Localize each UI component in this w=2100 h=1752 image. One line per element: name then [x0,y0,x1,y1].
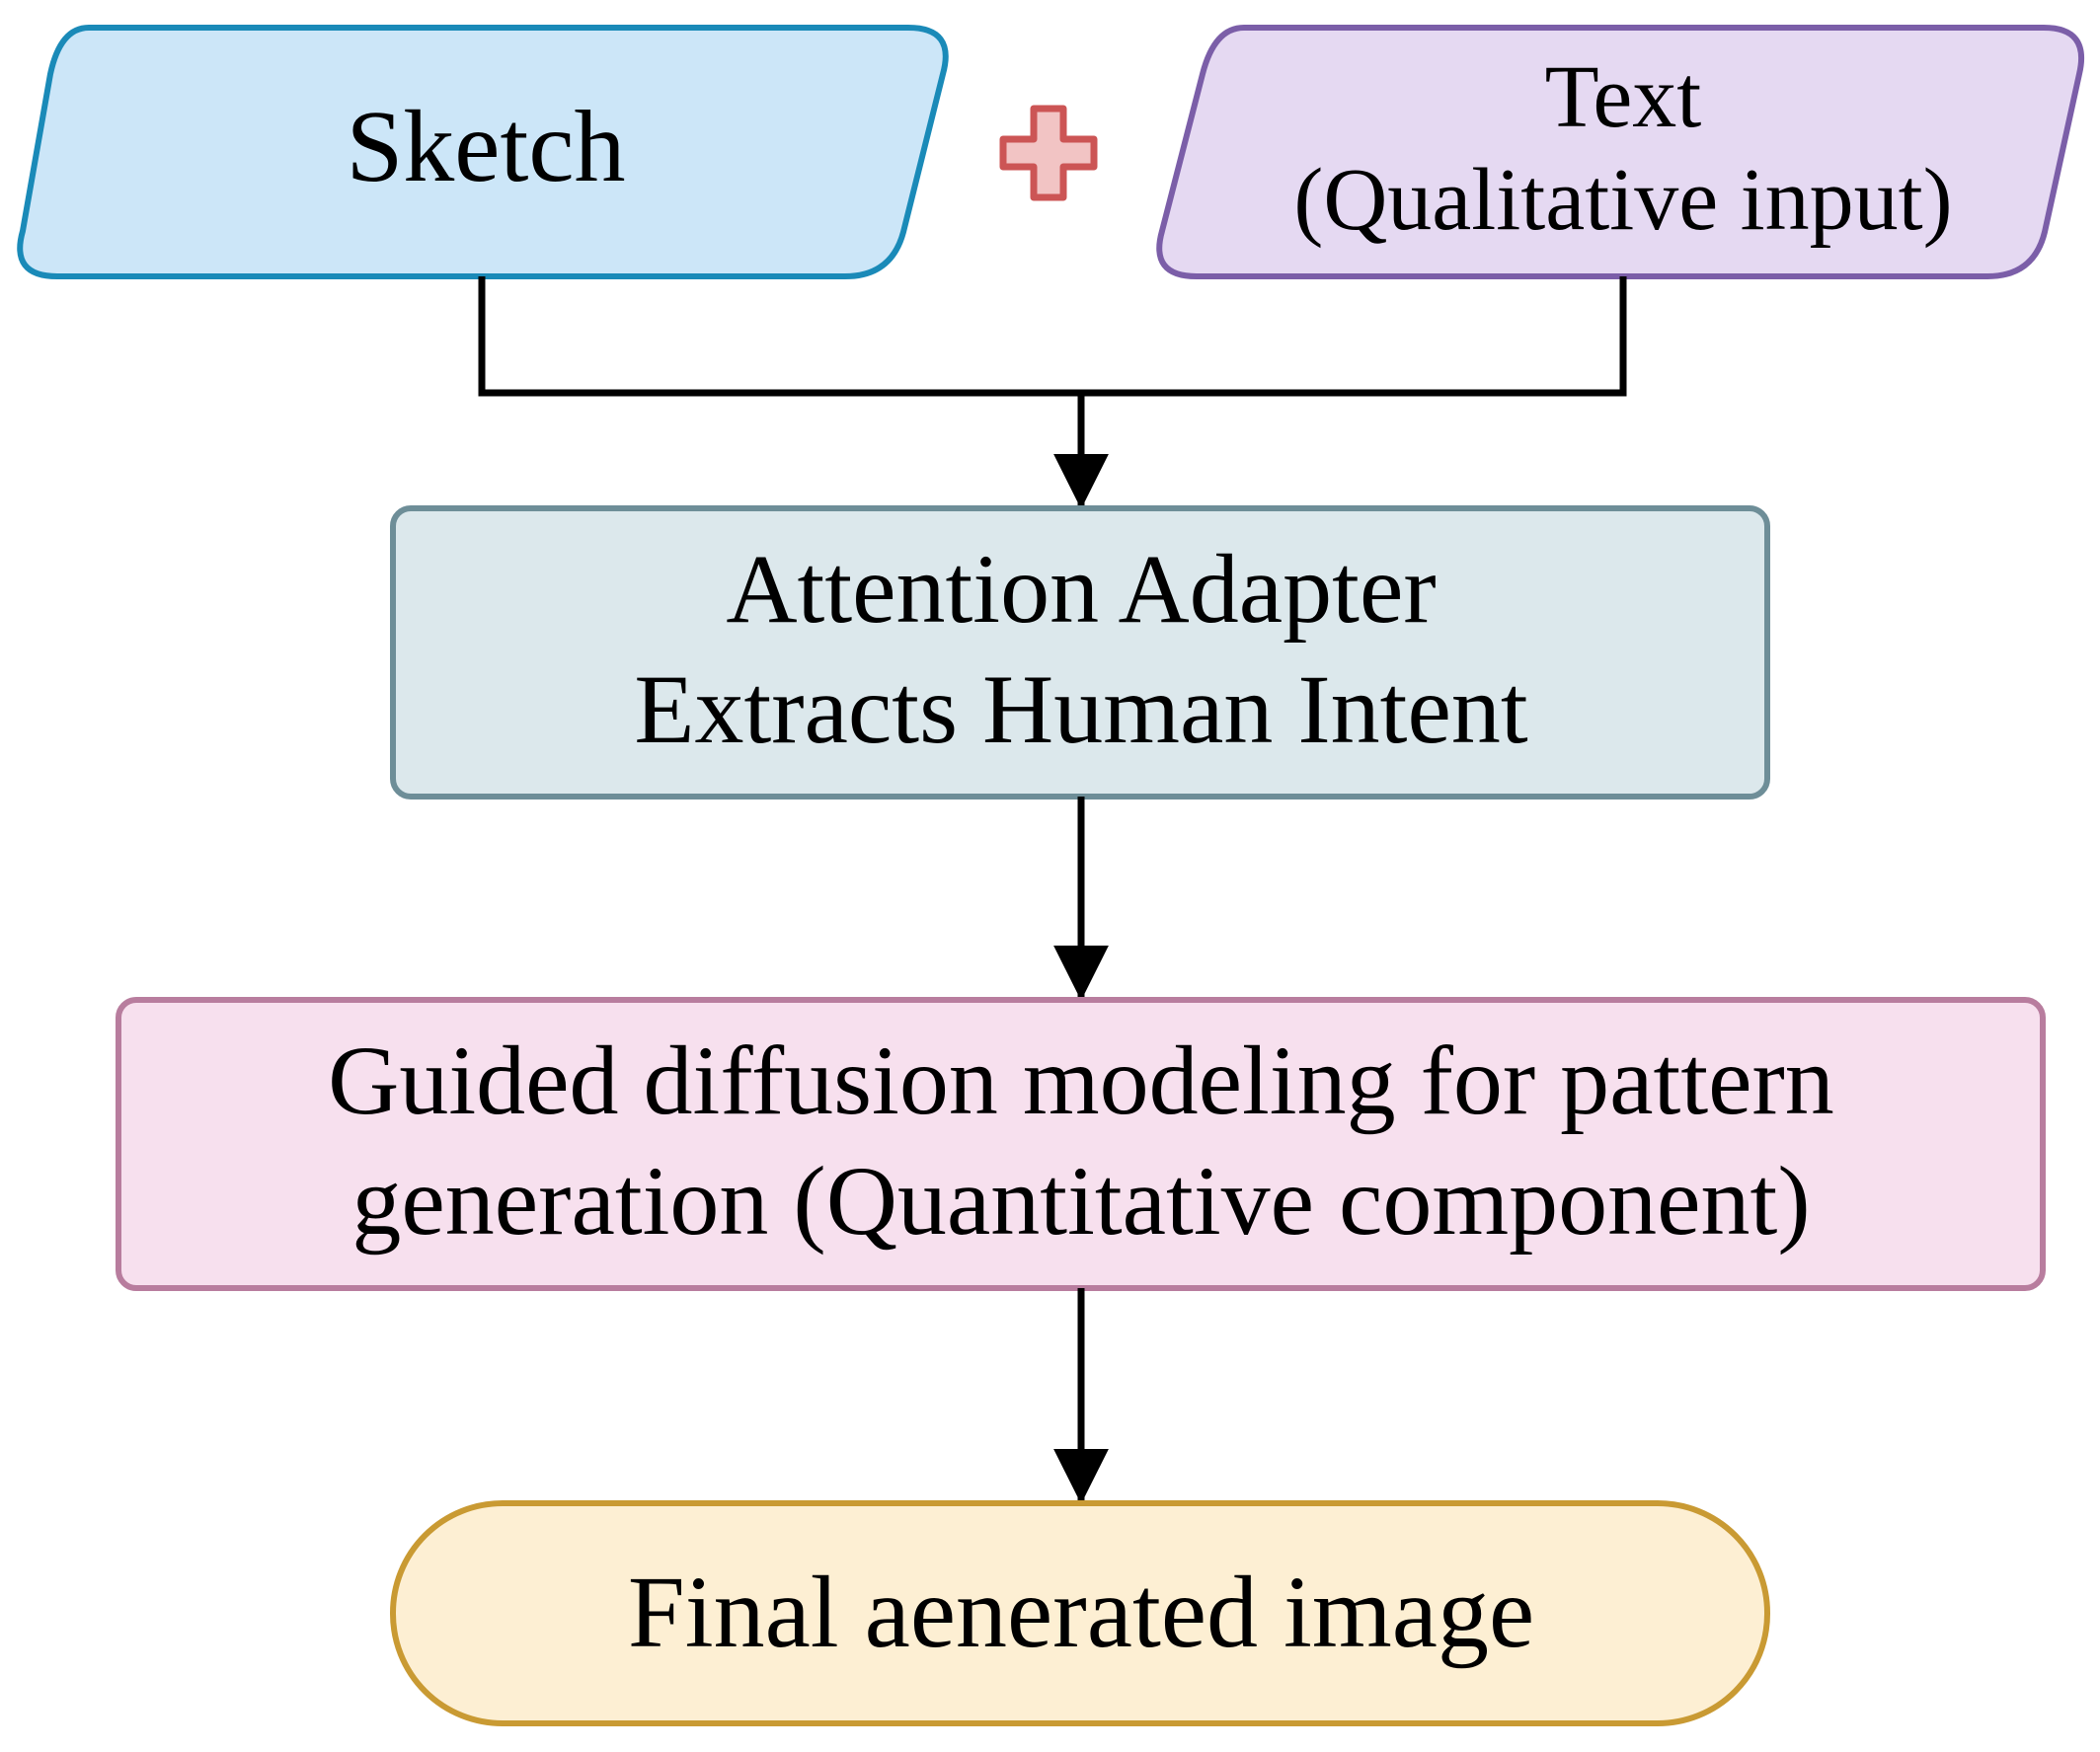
text-input-label-line1: Text [1545,48,1702,146]
sketch-shape [17,25,949,279]
diffusion-label-line2: generation (Quantitative component) [351,1146,1810,1256]
attention-label-line2: Extracts Human Intent [634,654,1527,764]
diffusion-node: Guided diffusion modeling for pattern ge… [116,997,2046,1291]
final-node: Final aenerated image [390,1500,1770,1726]
text-input-label-line2: (Qualitative input) [1293,151,1952,249]
sketch-node: Sketch [17,25,949,279]
merge-connector [478,276,1627,509]
final-shape [390,1500,1770,1726]
plus-icon [999,105,1098,201]
attention-label-line1: Attention Adapter [726,534,1436,644]
diffusion-label-line1: Guided diffusion modeling for pattern [328,1026,1834,1135]
attention-node: Attention Adapter Extracts Human Intent [390,505,1770,800]
merge-line [478,276,1627,397]
text-input-shape [1156,25,2085,279]
sketch-label: Sketch [346,90,625,203]
text-input-node: Text (Qualitative input) [1156,25,2085,279]
final-label: Final aenerated image [628,1556,1534,1669]
